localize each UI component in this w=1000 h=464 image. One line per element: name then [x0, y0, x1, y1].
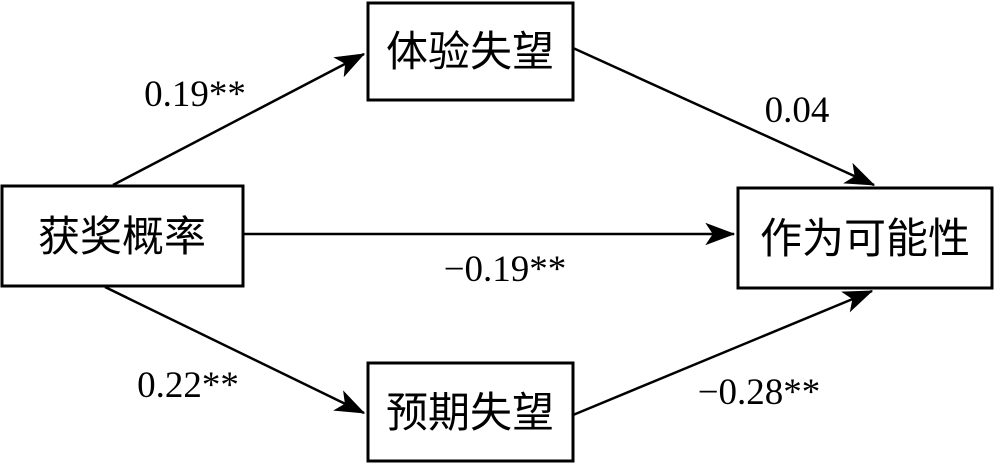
- node-mediator-bottom-label: 预期失望: [386, 391, 554, 437]
- coefficient-mediator-top-to-outcome: 0.04: [765, 90, 830, 131]
- node-predictor: 获奖概率: [0, 184, 245, 288]
- path-arrow-mediator-top-to-outcome: [572, 46, 876, 187]
- node-predictor-label: 获奖概率: [38, 214, 206, 261]
- node-outcome-label: 作为可能性: [760, 217, 970, 263]
- path-arrow-predictor-to-mediator-top: [112, 52, 366, 187]
- node-predictor-box: [0, 184, 245, 288]
- coefficient-predictor-to-mediator-bottom: 0.22**: [137, 365, 239, 406]
- coefficient-predictor-to-mediator-top: 0.19**: [144, 74, 246, 115]
- path-arrow-mediator-bottom-to-outcome: [572, 289, 874, 417]
- node-mediator-bottom-box: [366, 361, 575, 463]
- coefficient-mediator-bottom-to-outcome: −0.28**: [698, 372, 821, 413]
- node-mediator-top-box: [366, 1, 575, 102]
- node-outcome: 作为可能性: [736, 186, 994, 290]
- path-arrow-predictor-to-mediator-bottom: [104, 285, 366, 415]
- node-mediator-top-label: 体验失望: [386, 29, 554, 76]
- node-mediator-top: 体验失望: [366, 1, 575, 102]
- node-mediator-bottom: 预期失望: [366, 361, 575, 463]
- node-outcome-box: [736, 186, 994, 290]
- coefficient-predictor-to-outcome: −0.19**: [444, 249, 567, 290]
